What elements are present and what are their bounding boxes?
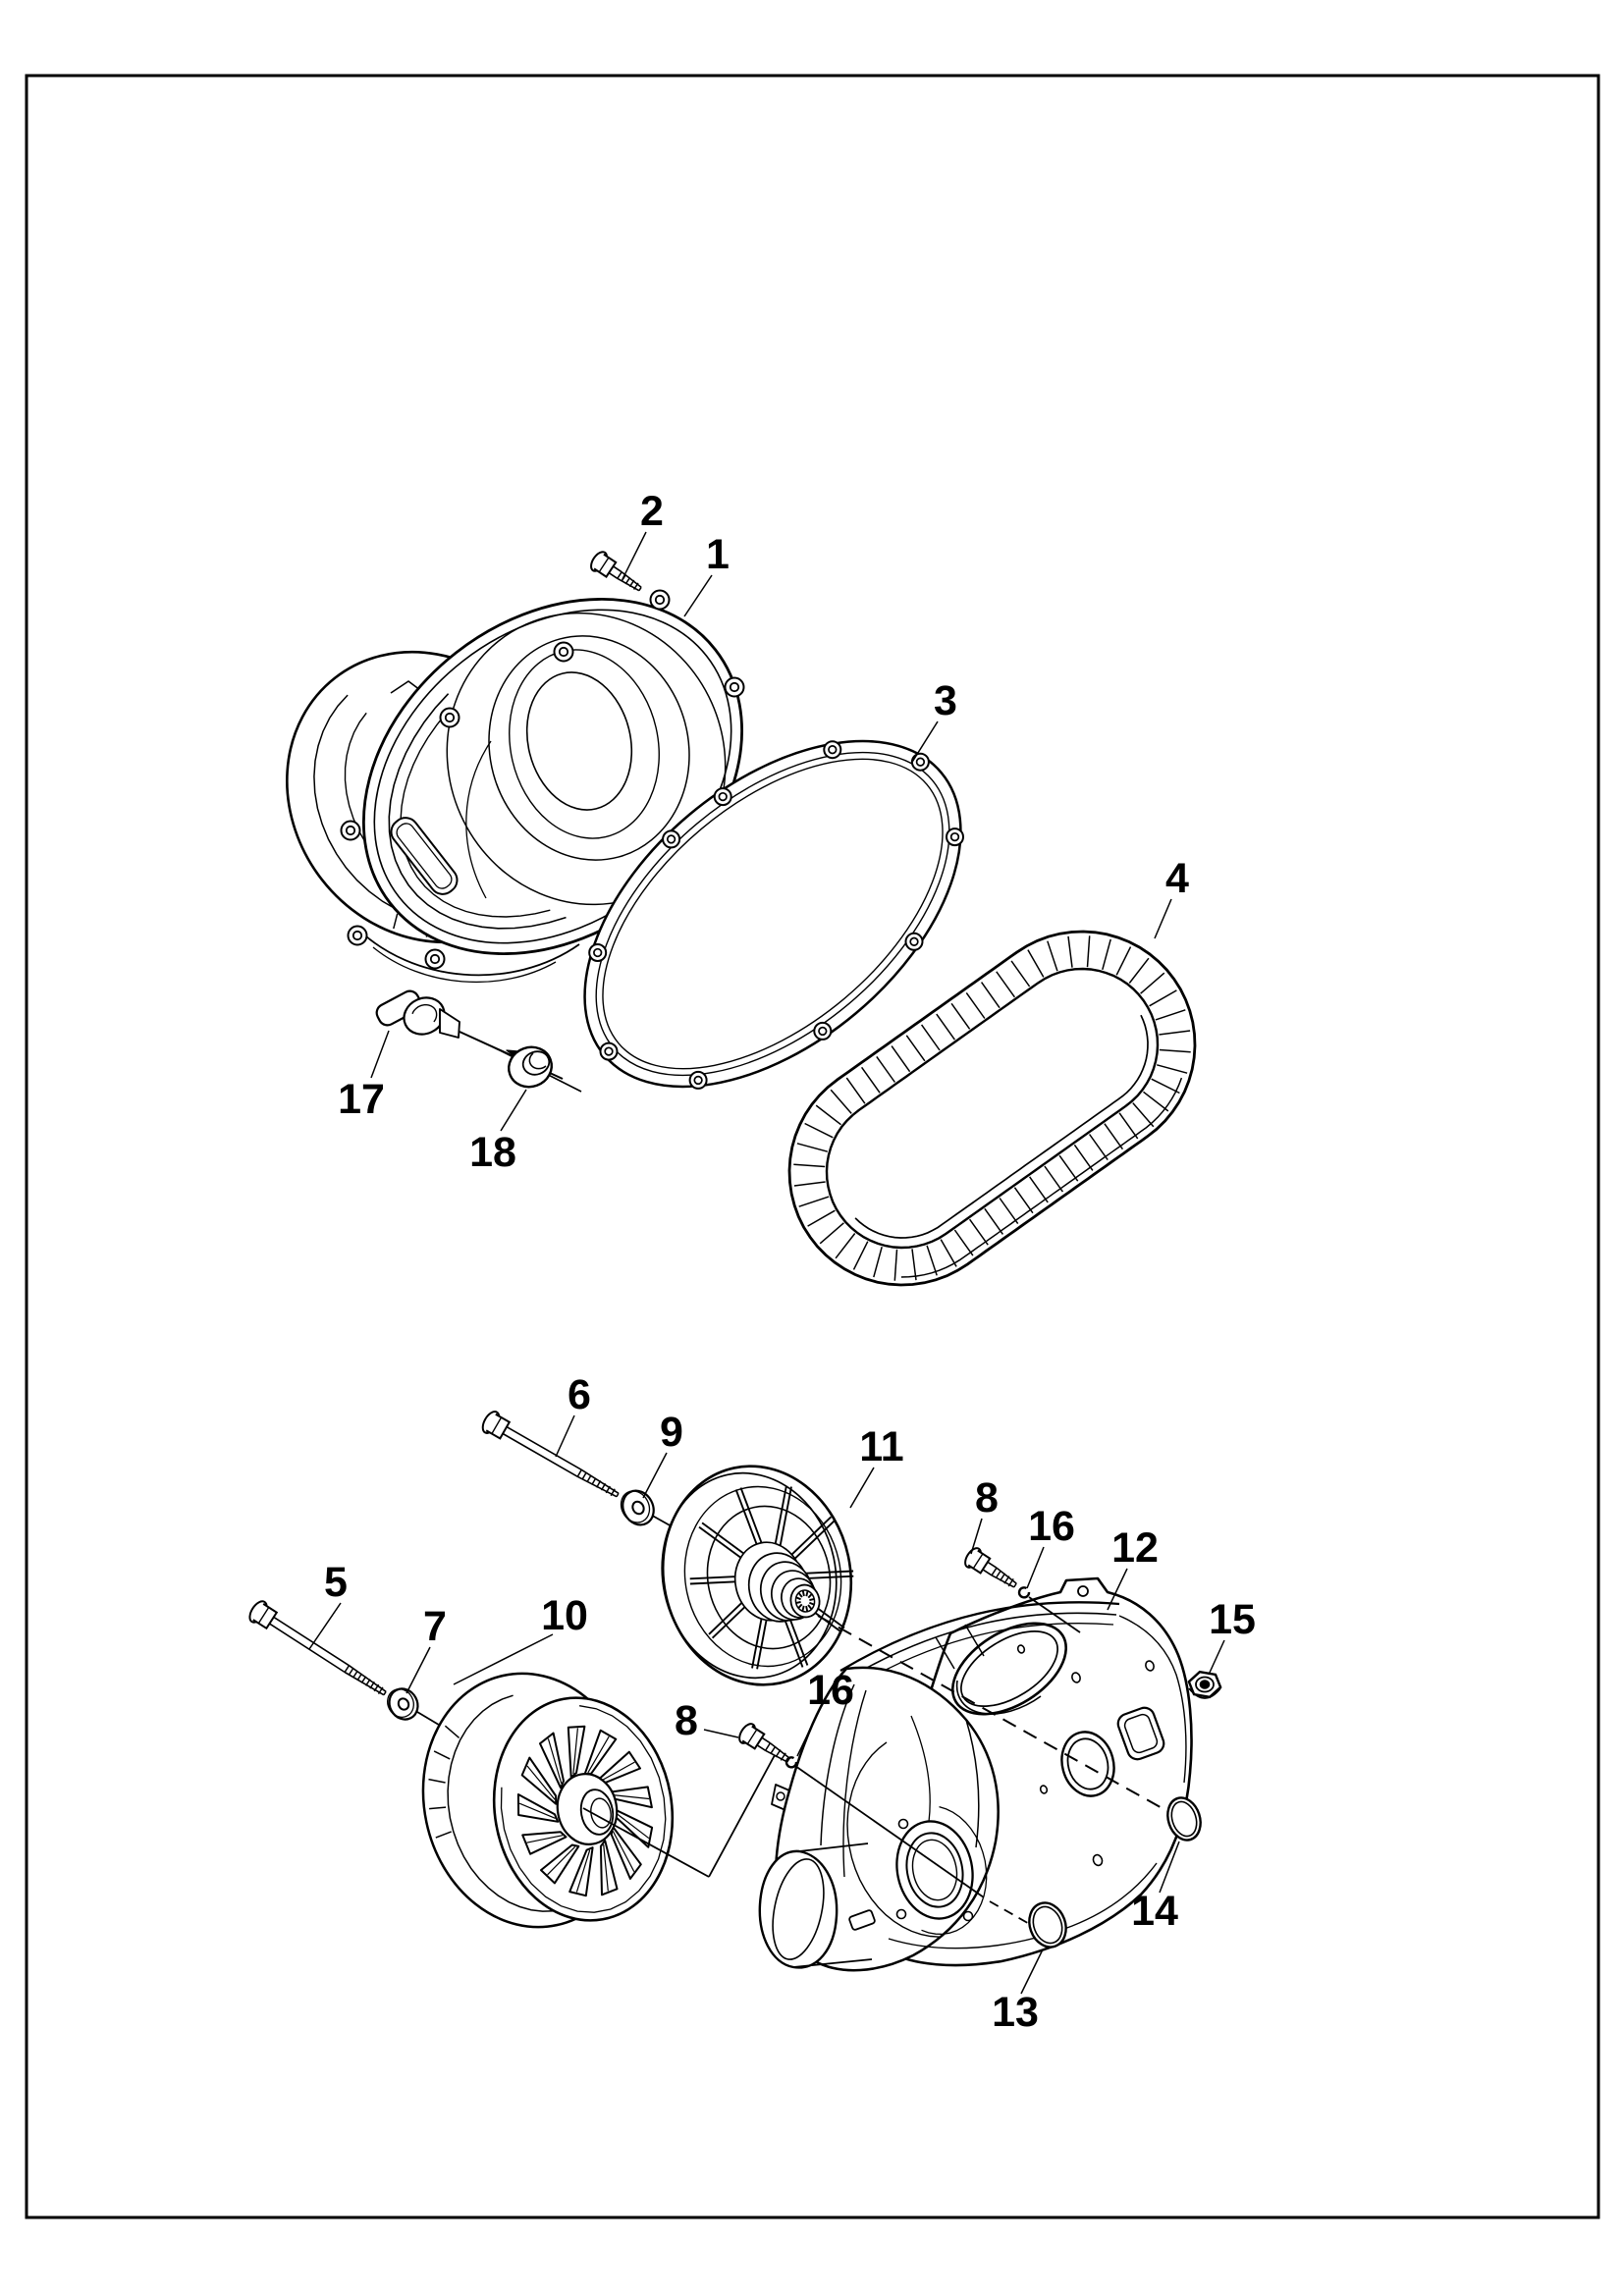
- svg-text:6: 6: [568, 1371, 591, 1418]
- svg-text:1: 1: [706, 531, 730, 578]
- svg-text:9: 9: [660, 1409, 683, 1456]
- svg-text:10: 10: [541, 1592, 588, 1639]
- svg-text:7: 7: [423, 1603, 447, 1650]
- svg-text:16: 16: [1028, 1503, 1075, 1550]
- svg-text:12: 12: [1111, 1524, 1159, 1572]
- svg-text:8: 8: [675, 1697, 698, 1744]
- svg-text:3: 3: [934, 677, 957, 724]
- svg-text:15: 15: [1209, 1596, 1256, 1643]
- svg-text:5: 5: [324, 1559, 348, 1606]
- svg-text:17: 17: [338, 1076, 385, 1123]
- svg-text:2: 2: [640, 488, 664, 535]
- svg-text:14: 14: [1131, 1888, 1178, 1935]
- svg-text:4: 4: [1165, 855, 1189, 902]
- svg-text:18: 18: [469, 1129, 516, 1176]
- svg-text:8: 8: [975, 1474, 999, 1522]
- svg-text:13: 13: [992, 1989, 1039, 2036]
- svg-text:16: 16: [807, 1667, 854, 1714]
- svg-text:11: 11: [859, 1423, 903, 1470]
